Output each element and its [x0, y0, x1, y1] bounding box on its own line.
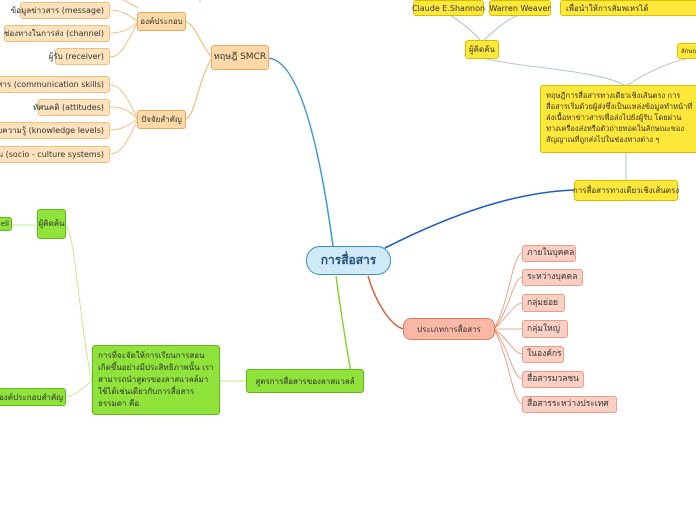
lasswell-inventor-node[interactable]: ผู้คิดค้น [37, 209, 66, 239]
smcr-node[interactable]: ทฤษฎี SMCR [211, 45, 269, 70]
smcr-factors-node[interactable]: ปัจจัยสำคัญ [137, 110, 186, 129]
type-intrapersonal[interactable]: ภายในบุคคล [522, 245, 576, 262]
central-topic[interactable]: การสื่อสาร [306, 246, 391, 275]
edge-central-types [367, 275, 405, 330]
linear-top-note[interactable]: เพื่อนำให้การสัมพเหรได้ [560, 0, 696, 16]
linear-side-stub[interactable]: ลักษณ [677, 43, 696, 59]
lasswell-description[interactable]: การที่จะจัดให้การเรียนการสอนเกิดขึ้นอย่า… [92, 345, 220, 415]
lasswell-inventor-stub[interactable]: ell [0, 217, 12, 231]
type-interpersonal[interactable]: ระหว่างบุคคล [522, 269, 583, 286]
smcr-component-channel[interactable]: ช่องทางในการส่ง (channel) [4, 25, 110, 42]
smcr-factor-attitudes[interactable]: ทัศนคติ (attitudes) [33, 99, 110, 116]
originator-weaver[interactable]: Warren Weaver [489, 0, 551, 16]
linear-description[interactable]: ทฤษฎีการสื่อสารทางเดียวเชิงเส้นตรง การสื… [540, 85, 696, 153]
type-mass-communication[interactable]: สื่อสารมวลชน [522, 371, 584, 388]
lasswell-node[interactable]: สูตรการสื่อสารของลาสแวลล์ [246, 369, 364, 393]
linear-originators-node[interactable]: ผู้คิดค้น [465, 40, 499, 59]
type-small-group[interactable]: กลุ่มย่อย [522, 294, 565, 312]
originator-shannon[interactable]: Claude E.Shannon [412, 0, 485, 16]
smcr-factor-communication-skills[interactable]: อสาร (communication skills) [0, 76, 110, 93]
linear-node[interactable]: การสื่อสารทางเดียวเชิงเส้นตรง [573, 180, 679, 201]
edge-central-linear [384, 189, 576, 249]
lasswell-components-node[interactable]: องค์ประกอบสำคัญ [0, 388, 66, 406]
smcr-factor-socio-culture[interactable]: นธรรม (socio - culture systems) [0, 146, 110, 163]
smcr-components-node[interactable]: องค์ประกอบ [137, 12, 186, 31]
type-organizational[interactable]: ในองค์กร [522, 346, 564, 363]
edge-central-lasswell [335, 275, 353, 379]
smcr-component-message[interactable]: ข้อมูลข่าวสาร (message) [11, 2, 110, 19]
type-large-group[interactable]: กลุ่มใหญ่ [522, 320, 568, 338]
edge-central-smcr [267, 57, 334, 247]
types-node[interactable]: ประเภทการสื่อสาร [403, 318, 495, 340]
smcr-component-receiver[interactable]: ผู้รับ (receiver) [49, 48, 110, 65]
type-international[interactable]: สื่อสารระหว่างประเทศ [522, 396, 617, 413]
smcr-factor-knowledge-levels[interactable]: ระดับความรู้ (knowledge levels) [0, 122, 110, 139]
